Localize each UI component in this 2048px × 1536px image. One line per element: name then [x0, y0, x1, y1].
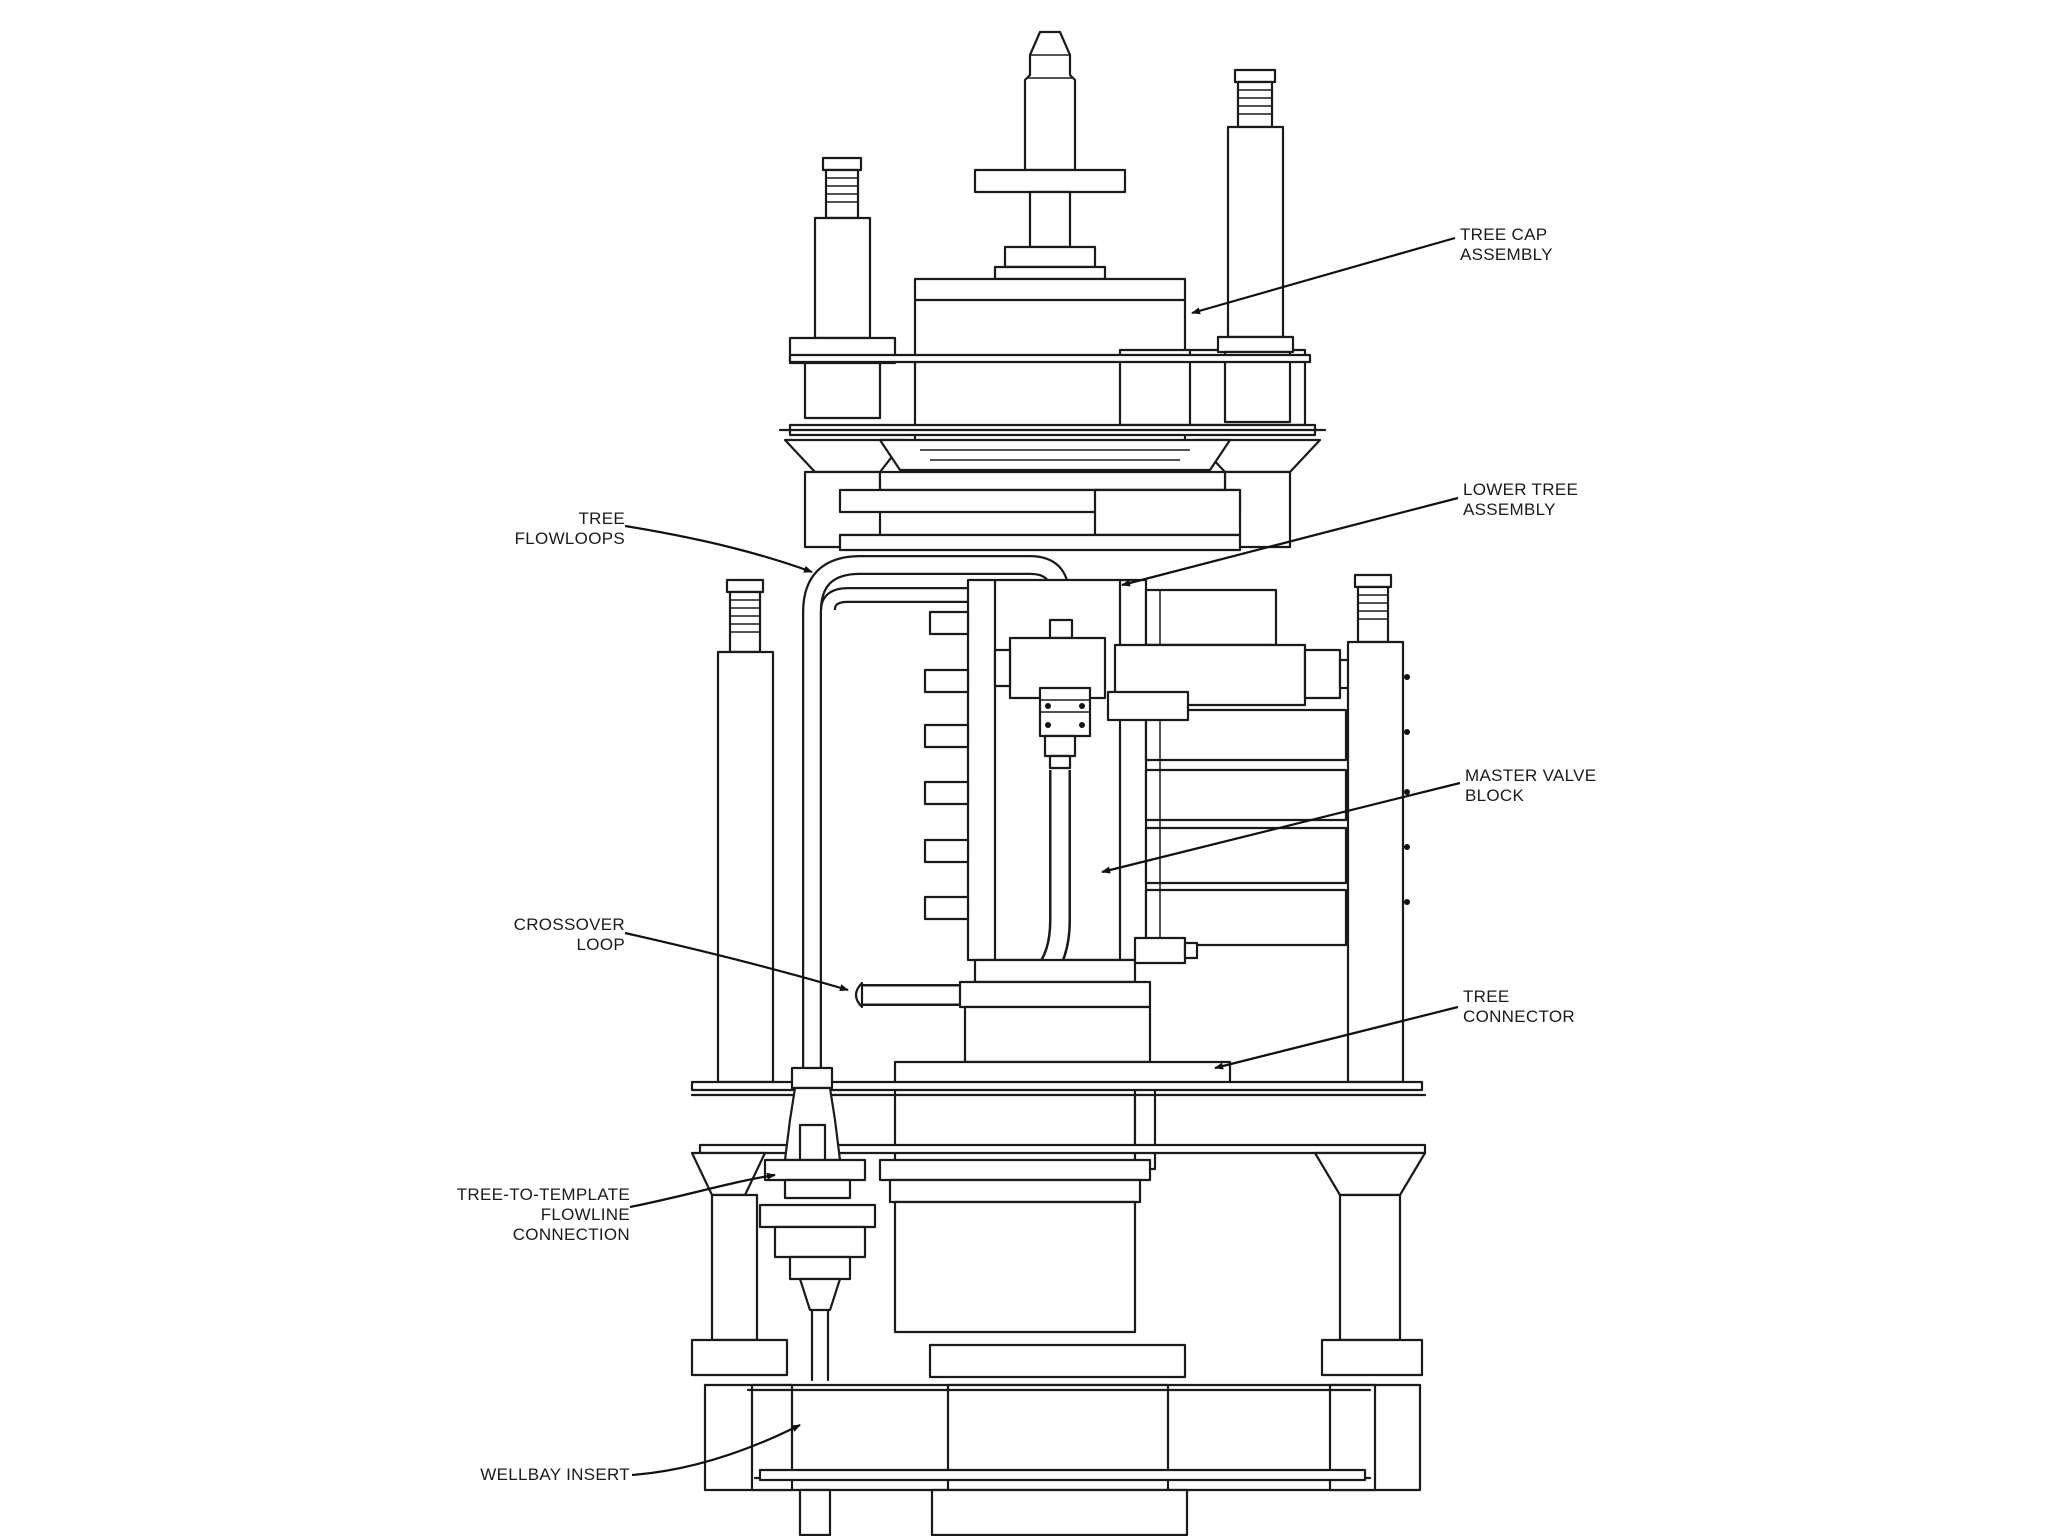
- lower-right-guide-post: [1346, 573, 1410, 1084]
- lower-left-guide-post: [716, 578, 775, 1084]
- label-crossover-line2: LOOP: [577, 935, 625, 954]
- label-tree-connector-line2: CONNECTOR: [1463, 1007, 1575, 1026]
- label-master-valve-line1: MASTER VALVE: [1465, 766, 1596, 785]
- choke-actuator: [1106, 643, 1360, 722]
- label-tree-cap-line2: ASSEMBLY: [1460, 245, 1553, 264]
- right-valve-blocks: [1144, 588, 1348, 947]
- tree-connector: [893, 1060, 1232, 1086]
- label-tree-cap-line1: TREE CAP: [1460, 225, 1547, 244]
- wellbay-insert: [703, 1383, 1422, 1536]
- lower-frame: [690, 573, 1427, 1536]
- label-tree-connector-line1: TREE: [1463, 987, 1510, 1006]
- label-lower-tree-line2: ASSEMBLY: [1463, 500, 1556, 519]
- label-crossover-line1: CROSSOVER: [514, 915, 625, 934]
- flowloop-valve: [993, 618, 1107, 770]
- labels: TREE CAP ASSEMBLY LOWER TREE ASSEMBLY TR…: [457, 225, 1596, 1484]
- label-tree-flowloops-line2: FLOWLOOPS: [515, 529, 625, 548]
- leader-lines: [624, 236, 1461, 1477]
- label-wellbay-insert: WELLBAY INSERT: [480, 1465, 630, 1484]
- label-flowline-line1: TREE-TO-TEMPLATE: [457, 1185, 630, 1204]
- label-master-valve-line2: BLOCK: [1465, 786, 1524, 805]
- label-flowline-line3: CONNECTION: [513, 1225, 630, 1244]
- label-lower-tree-line1: LOWER TREE: [1463, 480, 1578, 499]
- lower-tree-assembly: [802, 555, 1360, 1080]
- upper-right-guide-post: [1216, 68, 1295, 424]
- upper-left-guide-post: [788, 156, 897, 420]
- label-tree-flowloops-line1: TREE: [578, 509, 625, 528]
- label-flowline-line2: FLOWLINE: [541, 1205, 630, 1224]
- tree-cap-assembly: [778, 30, 1327, 552]
- tree-to-template-flowline-connection: [758, 1066, 877, 1382]
- left-port-stubs: [923, 610, 970, 921]
